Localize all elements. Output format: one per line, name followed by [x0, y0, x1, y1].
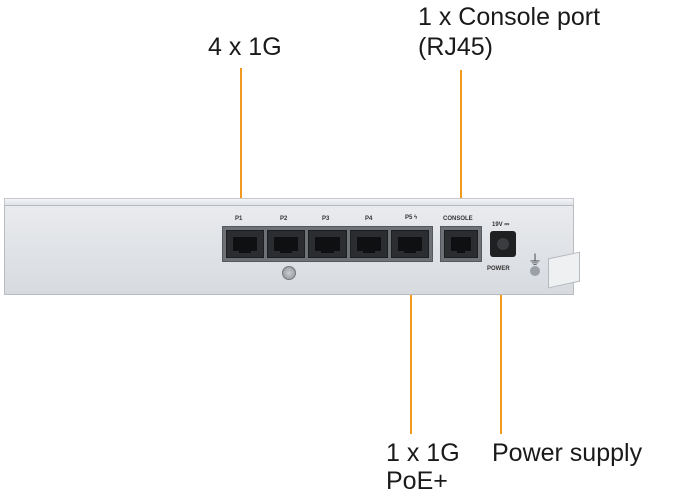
label-p1: P1 — [235, 216, 243, 222]
label-p3: P3 — [322, 216, 330, 222]
mounting-tab — [548, 251, 580, 289]
callout-console-line1: 1 x Console port — [418, 3, 601, 31]
label-voltage: 19V ⎓ — [492, 222, 510, 228]
label-p2: P2 — [280, 216, 288, 222]
label-p4: P4 — [365, 216, 373, 222]
console-port-housing — [440, 226, 482, 262]
ethernet-port-p4[interactable] — [349, 230, 388, 258]
ground-screw — [530, 266, 540, 276]
line-power — [500, 278, 502, 434]
ethernet-port-p2[interactable] — [267, 230, 306, 258]
ethernet-port-p1[interactable] — [226, 230, 265, 258]
callout-power-supply: Power supply — [492, 439, 643, 467]
label-p5: P5 ϟ — [405, 215, 418, 221]
label-console: CONSOLE — [443, 216, 473, 222]
power-jack[interactable] — [490, 231, 516, 257]
callout-poe-line2: PoE+ — [386, 467, 448, 495]
label-power: POWER — [487, 266, 510, 272]
line-poe — [410, 268, 412, 434]
line-4x1g — [240, 68, 242, 210]
ethernet-port-p3[interactable] — [308, 230, 347, 258]
console-port[interactable] — [444, 230, 478, 258]
callout-4x1g: 4 x 1G — [208, 33, 282, 61]
chassis-screw — [282, 266, 296, 280]
ethernet-port-group — [222, 226, 433, 262]
ethernet-port-p5-poe[interactable] — [390, 230, 430, 258]
callout-console-line2: (RJ45) — [418, 33, 494, 61]
ground-icon: ⏚ — [528, 252, 542, 268]
callout-poe-line1: 1 x 1G — [386, 439, 460, 467]
line-console — [460, 70, 462, 210]
